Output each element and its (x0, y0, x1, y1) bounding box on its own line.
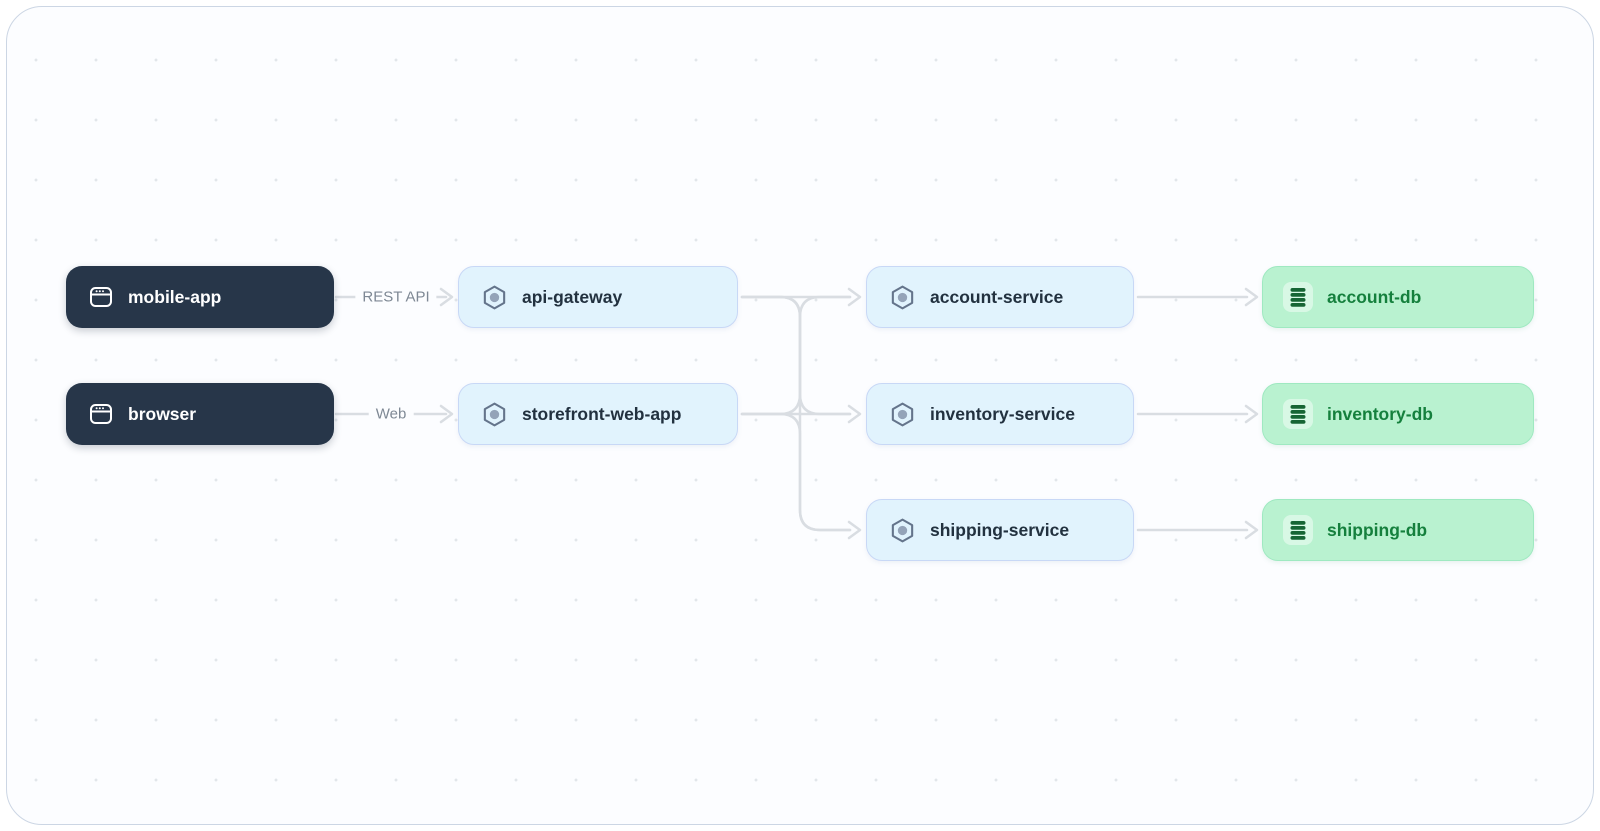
node-account-db[interactable]: account-db (1262, 266, 1534, 328)
node-shipping-db[interactable]: shipping-db (1262, 499, 1534, 561)
arrowhead (1244, 520, 1259, 540)
node-browser[interactable]: browser (66, 383, 334, 445)
database-icon (1283, 515, 1313, 545)
hexagon-icon (481, 284, 508, 311)
node-api-gateway[interactable]: api-gateway (458, 266, 738, 328)
hexagon-icon (889, 517, 916, 544)
node-label: shipping-db (1327, 519, 1428, 540)
arrowhead (439, 287, 454, 307)
arrowhead (847, 520, 862, 540)
node-storefront-web-app[interactable]: storefront-web-app (458, 383, 738, 445)
node-account-service[interactable]: account-service (866, 266, 1134, 328)
database-icon (1283, 399, 1313, 429)
node-label: storefront-web-app (522, 403, 682, 424)
node-inventory-service[interactable]: inventory-service (866, 383, 1134, 445)
node-label: account-service (930, 286, 1064, 307)
hexagon-icon (481, 401, 508, 428)
edge-label-rest-api: REST API (355, 285, 437, 309)
edge-api-gateway-inventory-service (740, 295, 852, 416)
node-inventory-db[interactable]: inventory-db (1262, 383, 1534, 445)
app-window-icon (88, 401, 114, 427)
node-label: mobile-app (128, 286, 222, 307)
node-label: shipping-service (930, 519, 1070, 540)
node-label: browser (128, 403, 197, 424)
app-window-icon (88, 284, 114, 310)
node-shipping-service[interactable]: shipping-service (866, 499, 1134, 561)
node-label: account-db (1327, 286, 1422, 307)
arrowhead (847, 404, 862, 424)
arrowhead (439, 404, 454, 424)
arrowhead (847, 287, 862, 307)
edge-storefront-account-service (740, 295, 852, 416)
node-label: inventory-service (930, 403, 1075, 424)
node-label: inventory-db (1327, 403, 1433, 424)
node-label: api-gateway (522, 286, 623, 307)
hexagon-icon (889, 284, 916, 311)
node-mobile-app[interactable]: mobile-app (66, 266, 334, 328)
database-icon (1283, 282, 1313, 312)
arrowhead (1244, 404, 1259, 424)
hexagon-icon (889, 401, 916, 428)
edge-label-web: Web (368, 402, 414, 426)
edge-storefront-shipping-service (740, 412, 852, 532)
arrowhead (1244, 287, 1259, 307)
